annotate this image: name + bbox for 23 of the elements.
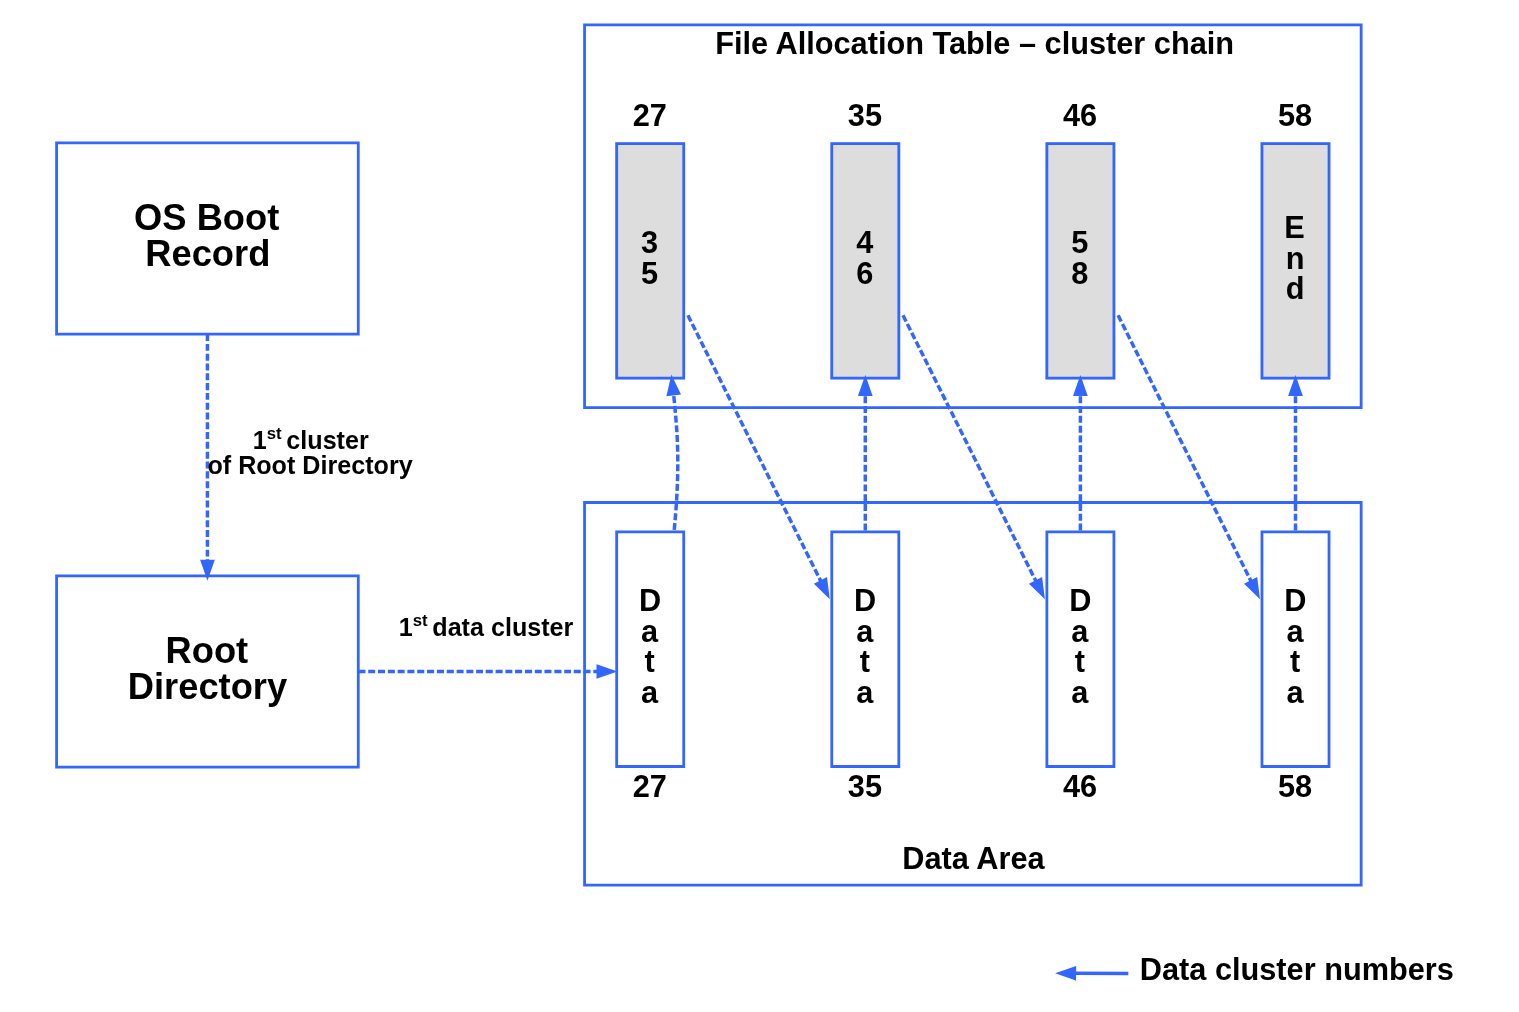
node-label: 27 — [632, 98, 667, 134]
edge-label: 1$^{st}$ data cluster — [398, 611, 574, 641]
arrow — [1055, 965, 1129, 981]
node-box: OS Boot Record — [55, 141, 360, 336]
node-label: 35 — [847, 768, 883, 804]
arrow — [901, 314, 1045, 600]
arrow — [686, 314, 830, 600]
node-label: 35 — [847, 98, 883, 134]
arrow — [1288, 374, 1303, 531]
arrow — [1073, 374, 1088, 531]
arrow — [200, 334, 215, 581]
node-text: Data cluster numbers — [1139, 951, 1454, 987]
arrow — [857, 374, 873, 531]
node-box: Root Directory — [55, 574, 360, 769]
node-label: 46 — [1062, 98, 1098, 134]
node-label: 27 — [632, 768, 667, 804]
node-label: 58 — [1278, 98, 1313, 134]
arrow — [1116, 314, 1260, 600]
arrow — [358, 664, 618, 679]
node-label: 46 — [1062, 768, 1098, 804]
node-label: 58 — [1278, 768, 1313, 804]
arrow — [666, 374, 681, 531]
edge-label: 1$^{st}$ cluster of Root Directory — [207, 424, 413, 479]
